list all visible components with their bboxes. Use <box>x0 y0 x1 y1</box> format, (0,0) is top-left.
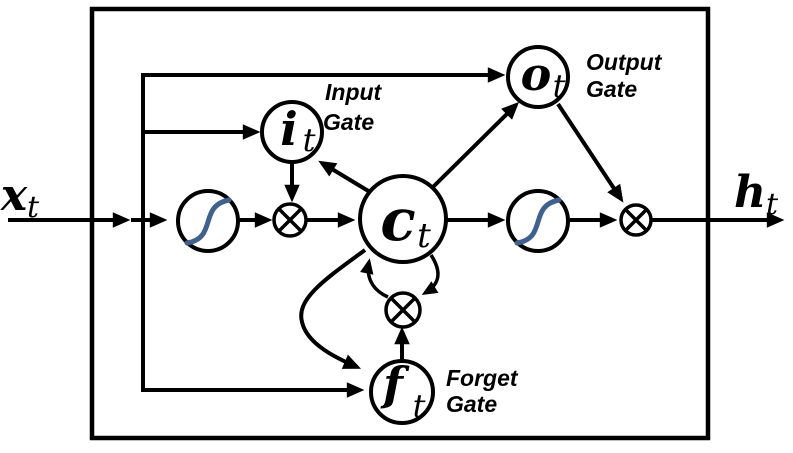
cell-state-symbol: c <box>380 186 415 254</box>
forget-gate-symbol-sub: t <box>413 387 426 425</box>
input-gate-symbol-sub: t <box>303 121 316 159</box>
input-gate-label-line1: Input <box>325 79 383 105</box>
output-gate-node <box>506 45 570 109</box>
input-symbol-sub: t <box>27 190 40 225</box>
cell-to-forget-gate-curve <box>299 248 367 369</box>
cell-to-input-gate-arrow <box>318 160 372 194</box>
sigmoid-icon-right <box>514 197 562 246</box>
forget-gate-label-line2: Gate <box>446 391 497 417</box>
input-gate-label-line2: Gate <box>323 109 374 135</box>
input-gate-symbol: i <box>280 102 297 156</box>
output-symbol-sub: t <box>766 187 779 222</box>
output-gate-symbol: o <box>521 47 552 101</box>
cell-state-symbol-sub: t <box>417 216 431 256</box>
forget-gate-label-line1: Forget <box>446 365 519 391</box>
multiply-icon-output <box>624 208 648 232</box>
multiply3-to-cell-curve <box>360 258 389 299</box>
cell-state-node <box>358 174 448 264</box>
multiply-icon-forget <box>389 296 417 324</box>
sigmoid-icon-left <box>184 197 232 246</box>
output-symbol: h <box>734 167 766 218</box>
multiply-icon-input <box>277 207 303 233</box>
cell-to-output-gate-arrow <box>431 101 520 189</box>
input-gate-node <box>260 100 324 164</box>
forget-gate-node <box>369 359 435 425</box>
cell-boundary-frame <box>89 6 711 441</box>
output-gate-label-line1: Output <box>586 49 663 75</box>
output-gate-label-line2: Gate <box>586 76 637 102</box>
cell-to-multiply3-curve <box>421 254 440 295</box>
output-gate-to-multiply2-arrow <box>556 102 624 203</box>
input-symbol: x <box>0 170 28 221</box>
output-gate-symbol-sub: t <box>553 67 566 105</box>
